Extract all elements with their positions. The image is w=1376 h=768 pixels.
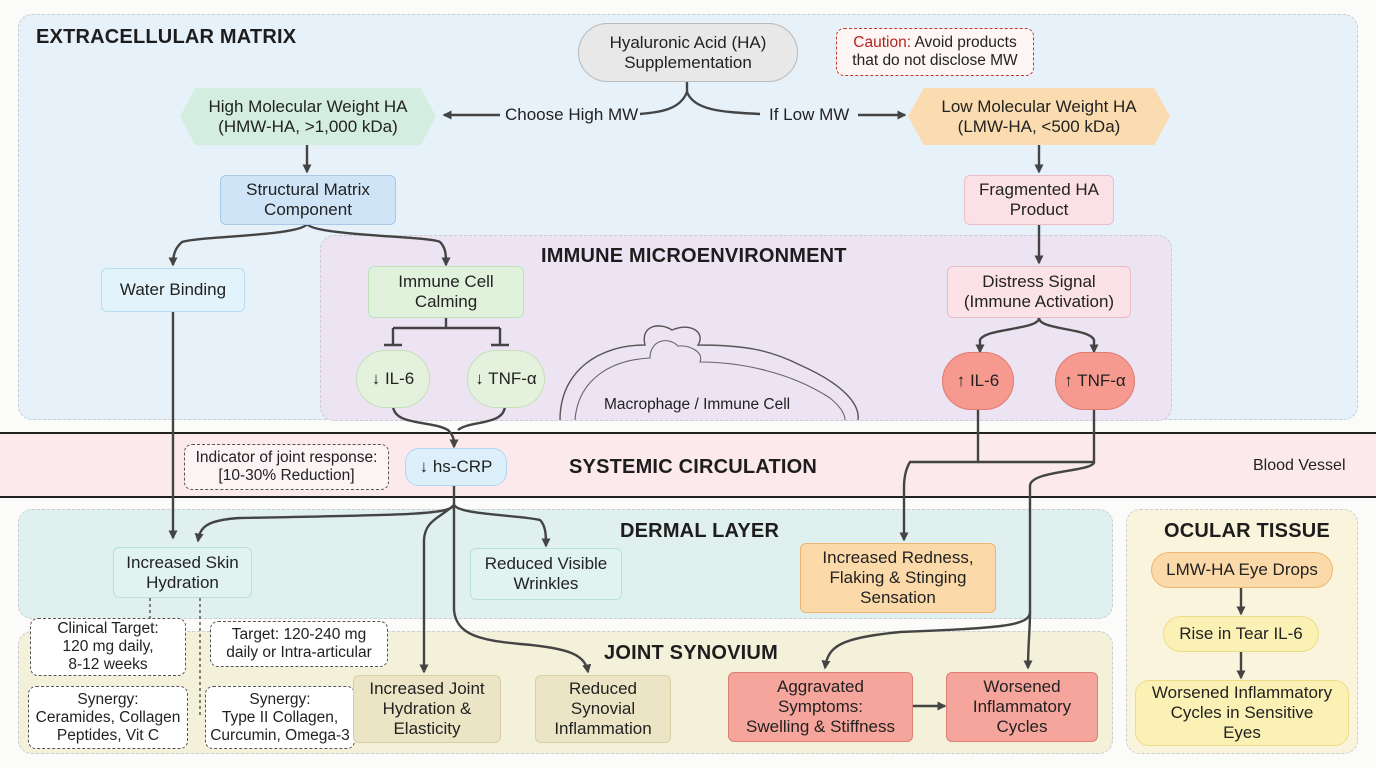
joint-target-note: Target: 120-240 mg daily or Intra-articu… <box>210 621 388 667</box>
caution-label: Caution: <box>853 34 911 51</box>
if-low-mw-label: If Low MW <box>769 105 850 124</box>
increased-joint-hydration-node[interactable]: Increased Joint Hydration & Elasticity <box>353 675 501 743</box>
clinical-target-note: Clinical Target: 120 mg daily, 8-12 week… <box>30 618 186 676</box>
fragmented-ha-product-node[interactable]: Fragmented HA Product <box>964 175 1114 225</box>
joint-synovium-title: JOINT SYNOVIUM <box>604 642 778 664</box>
blood-vessel-label: Blood Vessel <box>1253 457 1346 474</box>
extracellular-matrix-title: EXTRACELLULAR MATRIX <box>36 26 297 48</box>
increased-redness-node[interactable]: Increased Redness, Flaking & Stinging Se… <box>800 543 996 613</box>
water-binding-node[interactable]: Water Binding <box>101 268 245 312</box>
caution-note: Caution: Avoid products that do not disc… <box>836 28 1034 76</box>
il6-increase-node[interactable]: ↑ IL-6 <box>942 352 1014 410</box>
lmw-ha-eye-drops-node[interactable]: LMW-HA Eye Drops <box>1151 552 1333 588</box>
ocular-tissue-title: OCULAR TISSUE <box>1164 520 1330 542</box>
joint-response-indicator-note: Indicator of joint response: [10-30% Red… <box>184 444 389 490</box>
il6-decrease-node[interactable]: ↓ IL-6 <box>356 350 430 408</box>
macrophage-label: Macrophage / Immune Cell <box>604 396 791 413</box>
worsened-inflammatory-cycles-node[interactable]: Worsened Inflammatory Cycles <box>946 672 1098 742</box>
immune-microenvironment-title: IMMUNE MICROENVIRONMENT <box>541 245 847 267</box>
aggravated-symptoms-node[interactable]: Aggravated Symptoms: Swelling & Stiffnes… <box>728 672 913 742</box>
increased-skin-hydration-node[interactable]: Increased Skin Hydration <box>113 547 252 598</box>
choose-high-mw-label: Choose High MW <box>505 105 639 124</box>
skin-synergy-note: Synergy: Ceramides, Collagen Peptides, V… <box>28 686 188 749</box>
reduced-visible-wrinkles-node[interactable]: Reduced Visible Wrinkles <box>470 548 622 600</box>
immune-cell-calming-node[interactable]: Immune Cell Calming <box>368 266 524 318</box>
distress-signal-node[interactable]: Distress Signal (Immune Activation) <box>947 266 1131 318</box>
reduced-synovial-inflammation-node[interactable]: Reduced Synovial Inflammation <box>535 675 671 743</box>
hyaluronic-acid-supplementation-node[interactable]: Hyaluronic Acid (HA) Supplementation <box>578 23 798 82</box>
caution-text: Avoid products that do not disclose MW <box>852 34 1018 69</box>
tnf-decrease-node[interactable]: ↓ TNF-α <box>467 350 545 408</box>
high-molecular-weight-ha-node[interactable]: High Molecular Weight HA (HMW-HA, >1,000… <box>180 88 436 145</box>
worsened-eye-cycles-node[interactable]: Worsened Inflammatory Cycles in Sensitiv… <box>1135 680 1349 746</box>
rise-in-tear-il6-node[interactable]: Rise in Tear IL-6 <box>1163 616 1319 652</box>
low-molecular-weight-ha-node[interactable]: Low Molecular Weight HA (LMW-HA, <500 kD… <box>908 88 1170 145</box>
structural-matrix-component-node[interactable]: Structural Matrix Component <box>220 175 396 225</box>
hs-crp-decrease-node[interactable]: ↓ hs-CRP <box>405 448 507 486</box>
joint-synergy-note: Synergy: Type II Collagen, Curcumin, Ome… <box>205 686 355 749</box>
systemic-circulation-title: SYSTEMIC CIRCULATION <box>569 456 818 478</box>
dermal-layer-title: DERMAL LAYER <box>620 520 780 542</box>
tnf-increase-node[interactable]: ↑ TNF-α <box>1055 352 1135 410</box>
